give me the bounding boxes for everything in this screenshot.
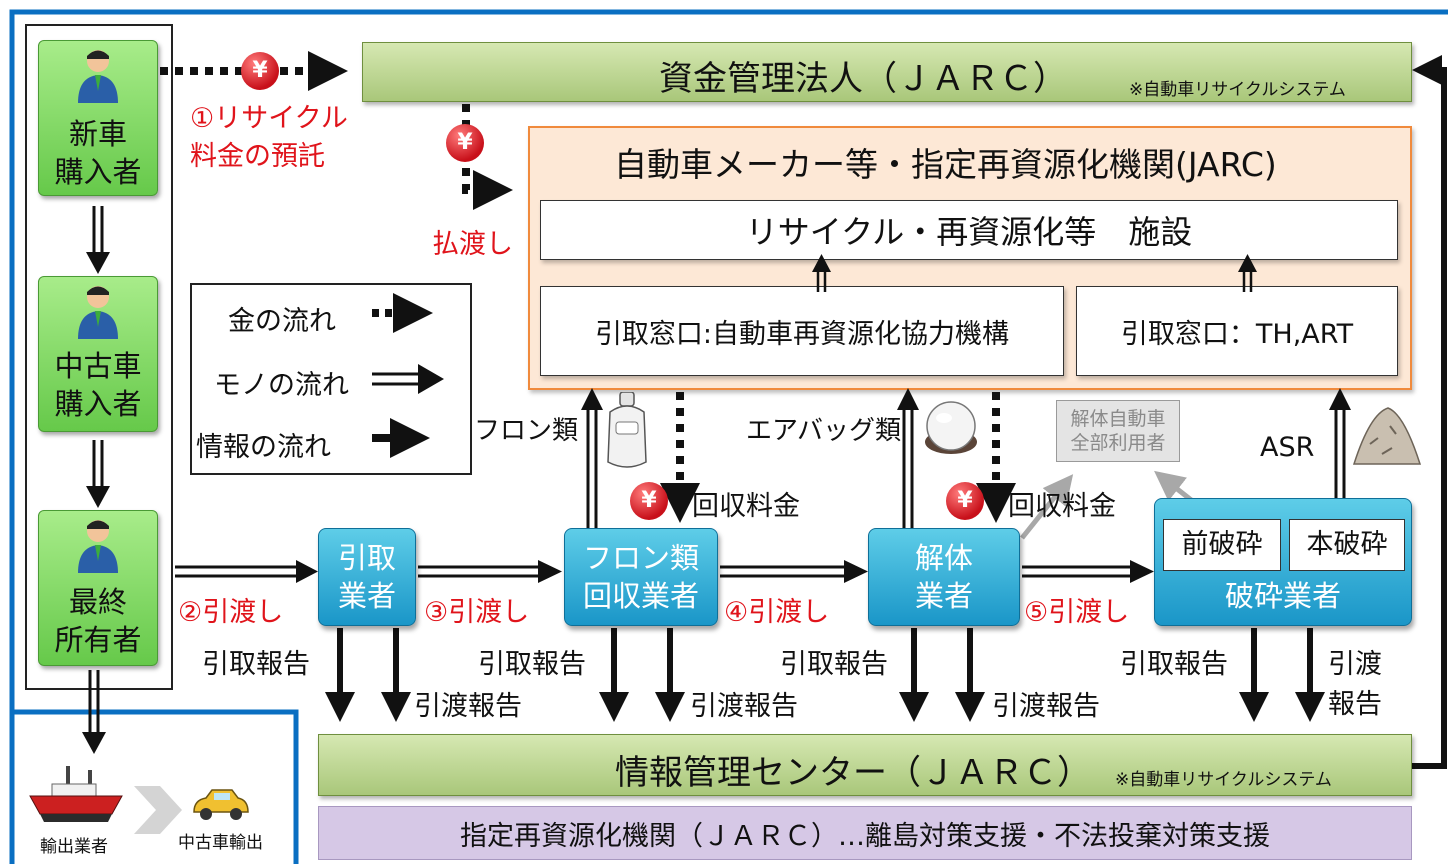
main-shred-label: 本破砕 [1306,529,1388,560]
fund-management-note: ※自動車リサイクルシステム [1129,80,1346,100]
all-users-box: 解体自動車 全部利用者 [1056,400,1180,462]
main-shred-box: 本破砕 [1289,519,1405,571]
freon-canister-icon [607,392,647,468]
freon-operator-line2: 回収業者 [582,579,699,613]
delivery-report-label-1: 引渡報告 [414,691,522,722]
person-icon [78,286,118,339]
deposit-label-line1: ①リサイクル [190,103,348,134]
freon-operator-box: フロン類 回収業者 [564,528,718,626]
used-buyer-box: 中古車 購入者 [38,276,158,432]
yen-coin-freon-fee: ¥ [630,482,668,520]
recycling-facility-box: リサイクル・再資源化等 施設 [540,200,1398,260]
fund-management-bar: 資金管理法人（ＪＡＲＣ） ※自動車リサイクルシステム [362,42,1412,102]
yen-coin-deposit: ¥ [241,52,279,90]
airbag-material-label: エアバッグ類 [746,416,901,446]
window-left-box: 引取窓口:自動車再資源化協力機構 [540,286,1064,376]
handover-5-label: ⑤引渡し [1024,597,1130,628]
delivery-report-label-4a: 引渡 [1328,649,1382,680]
handover-2-arrow [175,560,318,583]
shredder-operator-box: 前破砕 本破砕 破砕業者 [1154,498,1412,626]
window-right-label: 引取窓口：TH,ART [1120,318,1354,350]
final-to-export-arrow [82,670,106,754]
dismantle-operator-box: 解体 業者 [868,528,1020,626]
used-car-icon [193,789,249,820]
recycling-facility-label: リサイクル・再資源化等 施設 [745,213,1193,251]
delivery-report-label-4b: 報告 [1328,689,1382,720]
info-center-title: 情報管理センター（ＪＡＲＣ） [615,753,1091,793]
ship-icon [29,766,123,822]
asr-material-label: ASR [1260,432,1315,463]
dismantle-operator-line2: 業者 [914,579,973,613]
legend-goods-arrow [372,364,444,394]
info-center-note: ※自動車リサイクルシステム [1115,770,1332,790]
payment-money-arrow [462,104,513,210]
used-to-final-arrow [86,440,110,508]
pre-shred-box: 前破砕 [1163,519,1281,571]
dismantle-operator-line1: 解体 [914,541,973,575]
pickup-report-label-2: 引取報告 [478,649,586,680]
final-owner-box: 最終 所有者 [38,510,158,666]
used-buyer-line2: 購入者 [54,387,142,421]
system-loop-arrow [1412,55,1447,769]
used-buyer-line1: 中古車 [54,349,142,383]
handover-2-label: ②引渡し [178,597,284,628]
pickup-report-label-3: 引取報告 [780,649,888,680]
maker-title: 自動車メーカー等・指定再資源化機関(JARC) [614,145,1277,184]
payment-label: 払渡し [432,229,513,260]
final-owner-line2: 所有者 [54,623,142,657]
fund-management-title: 資金管理法人（ＪＡＲＣ） [659,59,1067,99]
freon-up-arrow [581,388,603,528]
handover-4-arrow [720,560,868,583]
airbag-icon [925,401,977,454]
freon-material-label: フロン類 [474,416,579,446]
handover-4-label: ④引渡し [724,597,830,628]
window-left-label: 引取窓口:自動車再資源化協力機構 [594,318,1010,350]
yen-coin-dismantle-fee: ¥ [946,482,984,520]
pickup-operator-box: 引取 業者 [318,528,416,626]
used-export-label: 中古車輸出 [178,833,263,853]
new-buyer-line1: 新車 [68,117,127,151]
handover-5-arrow [1022,560,1154,583]
dismantle-fee-label: 回収料金 [1008,491,1116,522]
handover-3-arrow [418,560,562,583]
pre-shred-label: 前破砕 [1181,529,1263,560]
legend-info-label: 情報の流れ [196,432,331,463]
handover-3-label: ③引渡し [424,597,530,628]
new-to-used-arrow [86,206,110,274]
legend-money-label: 金の流れ [228,306,336,337]
window-right-box: 引取窓口：TH,ART [1076,286,1398,376]
all-users-line2: 全部利用者 [1070,432,1166,454]
freon-fee-label: 回収料金 [692,491,800,522]
designated-label: 指定再資源化機関（ＪＡＲＣ）…離島対策支援・不法投棄対策支援 [460,820,1270,852]
delivery-report-label-3: 引渡報告 [992,691,1100,722]
export-chevron [134,786,182,834]
freon-operator-line1: フロン類 [582,541,699,575]
designated-bar: 指定再資源化機関（ＪＡＲＣ）…離島対策支援・不法投棄対策支援 [318,806,1412,860]
dismantle-to-users-arrow [1020,474,1074,540]
window-left-to-facility-arrow [812,254,831,292]
exporter-label: 輸出業者 [40,837,108,857]
person-icon [78,50,118,103]
new-buyer-line2: 購入者 [54,155,142,189]
info-center-bar: 情報管理センター（ＪＡＲＣ） ※自動車リサイクルシステム [318,734,1412,796]
person-icon [78,520,118,573]
shredder-operator-label: 破砕業者 [1224,579,1341,613]
window-right-to-facility-arrow [1238,254,1257,292]
pickup-operator-line1: 引取 [337,541,396,575]
delivery-report-label-2: 引渡報告 [690,691,798,722]
asr-pile-icon [1352,407,1422,465]
deposit-label-line2: 料金の預託 [190,141,325,172]
final-owner-line1: 最終 [68,585,127,619]
pickup-operator-line2: 業者 [337,579,396,613]
pickup-report-label-4: 引取報告 [1120,649,1228,680]
yen-coin-payment: ¥ [446,124,484,162]
legend-goods-label: モノの流れ [214,370,349,401]
all-users-line1: 解体自動車 [1070,408,1166,430]
pickup-report-label-1: 引取報告 [202,649,310,680]
airbag-up-arrow [897,388,919,528]
new-buyer-box: 新車 購入者 [38,40,158,196]
